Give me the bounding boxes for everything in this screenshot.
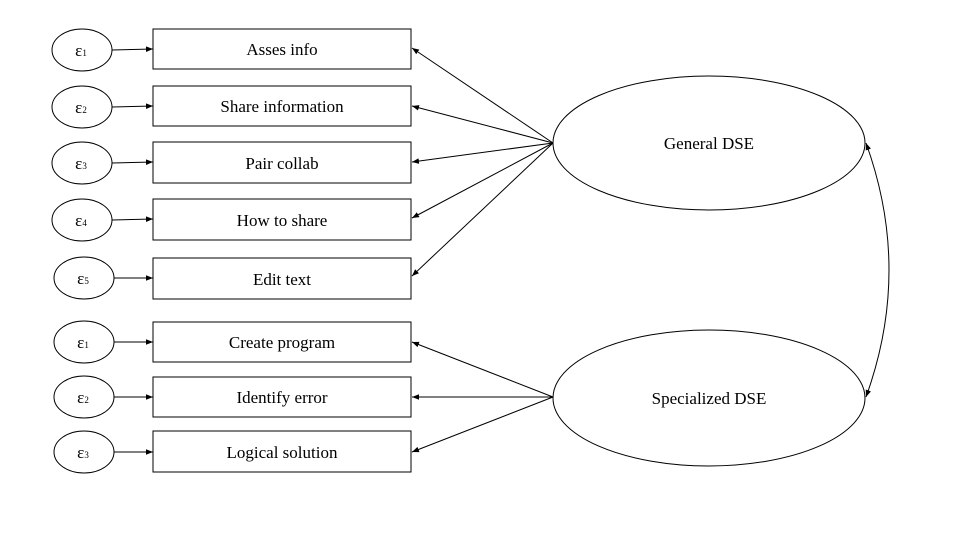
diagram-edges — [111, 46, 890, 455]
error-terms: ε1 ε2 ε3 ε4 ε5 ε1 ε2 ε3 — [51, 28, 115, 474]
latent-label: General DSE — [664, 134, 754, 153]
indicator-box-edit-text: Edit text — [152, 257, 412, 300]
indicator-label: How to share — [237, 211, 328, 230]
indicator-label: Logical solution — [227, 443, 338, 462]
indicator-box-how-to-share: How to share — [152, 198, 412, 241]
indicator-box-logical-solution: Logical solution — [152, 430, 412, 473]
error-index: 1 — [84, 340, 89, 350]
latent-label: Specialized DSE — [652, 389, 767, 408]
error-symbol: ε — [77, 443, 84, 462]
error-term-4: ε4 — [51, 198, 113, 242]
error-index: 4 — [82, 218, 87, 228]
svg-text:ε2: ε2 — [75, 98, 87, 117]
error-index: 5 — [84, 276, 89, 286]
specialized-dse-loading-arrow-1 — [411, 341, 554, 398]
error-term-7: ε2 — [53, 375, 115, 419]
error-index: 3 — [82, 161, 87, 171]
error-arrow-3 — [111, 159, 154, 165]
indicator-box-asses-info: Asses info — [152, 28, 412, 70]
error-symbol: ε — [77, 269, 84, 288]
svg-text:ε1: ε1 — [75, 41, 87, 60]
error-term-2: ε2 — [51, 85, 113, 129]
general-dse-loading-arrow-4 — [411, 142, 554, 219]
latent-general-dse: General DSE — [552, 75, 866, 211]
svg-text:ε3: ε3 — [77, 443, 89, 462]
error-index: 1 — [82, 48, 87, 58]
error-index: 3 — [84, 450, 89, 460]
indicator-box-identify-error: Identify error — [152, 376, 412, 418]
error-arrow-2 — [111, 103, 154, 109]
indicator-box-share-information: Share information — [152, 85, 412, 127]
specialized-dse-loading-arrow-3 — [411, 396, 554, 453]
general-dse-loading-arrow-2 — [411, 105, 554, 144]
error-index: 2 — [82, 105, 87, 115]
indicator-label: Identify error — [236, 388, 327, 407]
error-symbol: ε — [75, 211, 82, 230]
error-symbol: ε — [75, 98, 82, 117]
error-symbol: ε — [77, 333, 84, 352]
error-symbol: ε — [75, 154, 82, 173]
latent-factors: General DSE Specialized DSE — [552, 75, 866, 467]
general-dse-loading-arrow-5 — [411, 142, 554, 277]
general-dse-loading-arrow-1 — [411, 47, 554, 144]
error-symbol: ε — [75, 41, 82, 60]
error-arrow-1 — [111, 46, 154, 52]
svg-text:ε4: ε4 — [75, 211, 87, 230]
error-term-3: ε3 — [51, 141, 113, 185]
indicator-box-create-program: Create program — [152, 321, 412, 363]
error-arrow-4 — [111, 216, 154, 222]
indicator-box-pair-collab: Pair collab — [152, 141, 412, 184]
error-symbol: ε — [77, 388, 84, 407]
general-dse-loading-arrow-3 — [411, 142, 554, 164]
indicator-label: Pair collab — [245, 154, 318, 173]
svg-text:ε3: ε3 — [75, 154, 87, 173]
latent-specialized-dse: Specialized DSE — [552, 329, 866, 467]
error-term-1: ε1 — [51, 28, 113, 72]
indicator-label: Edit text — [253, 270, 311, 289]
svg-text:ε5: ε5 — [77, 269, 89, 288]
svg-text:ε1: ε1 — [77, 333, 89, 352]
svg-text:ε2: ε2 — [77, 388, 89, 407]
observed-indicators: Asses info Share information Pair collab… — [152, 28, 412, 473]
indicator-label: Share information — [220, 97, 344, 116]
indicator-label: Asses info — [246, 40, 317, 59]
error-term-8: ε3 — [53, 430, 115, 474]
covariance-arrow — [865, 142, 890, 398]
error-term-6: ε1 — [53, 320, 115, 364]
error-index: 2 — [84, 395, 89, 405]
error-term-5: ε5 — [53, 256, 115, 300]
indicator-label: Create program — [229, 333, 335, 352]
